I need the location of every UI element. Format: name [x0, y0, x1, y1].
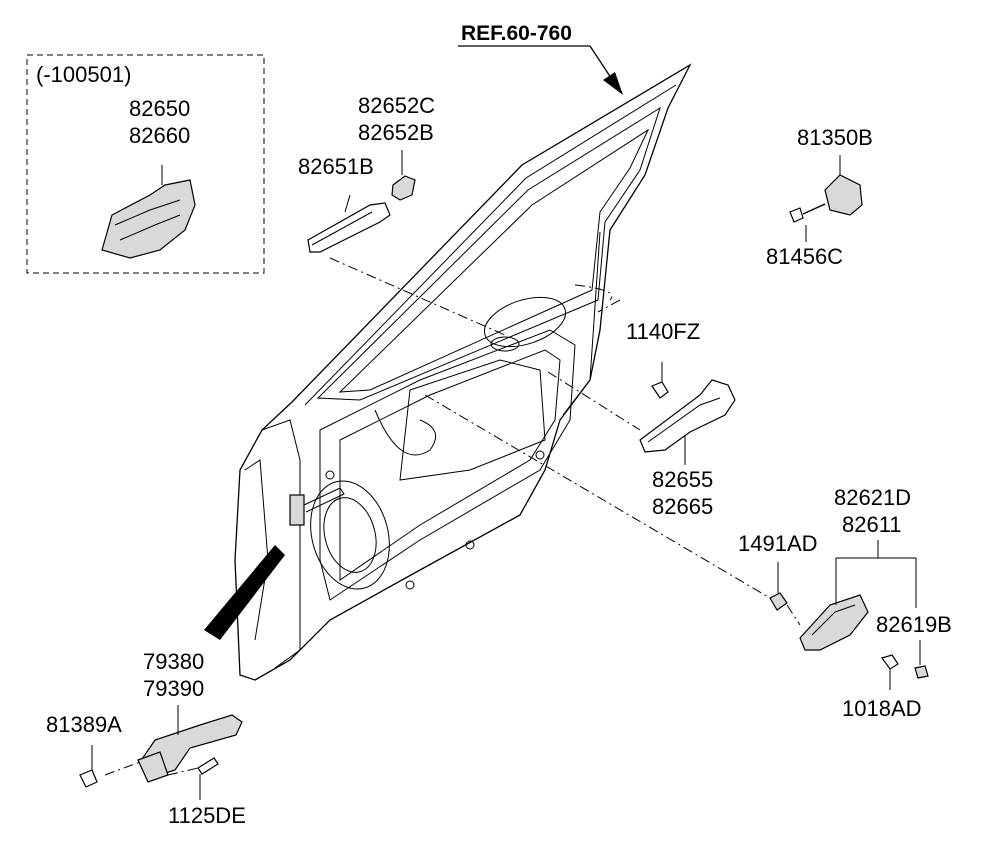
- inner-handle-old-part: [101, 165, 196, 259]
- detail-pointer: [204, 545, 285, 640]
- part-label-82665: 82665: [652, 494, 714, 519]
- inner-handle-part: [799, 540, 917, 651]
- bolt-81389a-part: [79, 745, 98, 788]
- ref-leader: [458, 45, 623, 95]
- part-label-82655: 82655: [652, 467, 714, 492]
- part-label-1491ad: 1491AD: [738, 531, 818, 556]
- part-label-1125de: 1125DE: [168, 803, 246, 828]
- part-label-81456c: 81456C: [766, 244, 844, 269]
- part-label-79380: 79380: [143, 649, 205, 674]
- door-latch-part: [789, 155, 863, 242]
- part-label-82611: 82611: [842, 512, 902, 537]
- part-label-82652c: 82652C: [358, 93, 436, 118]
- cap-82619b-part: [914, 640, 929, 679]
- ref-label: REF.60-760: [461, 22, 572, 45]
- assembly-lines: [104, 257, 801, 776]
- part-label-82619b: 82619B: [876, 612, 952, 637]
- door-panel: [234, 63, 692, 681]
- handle-frame-part: [639, 379, 736, 465]
- clip-1491ad-part: [769, 562, 788, 611]
- screw-1018ad-part: [881, 654, 899, 690]
- inset-frame: [26, 54, 265, 274]
- bolt-1140fz-part: [651, 362, 669, 399]
- door-checker-part: [137, 705, 243, 783]
- outer-handle-part: [307, 194, 391, 253]
- part-label-82660: 82660: [129, 123, 191, 148]
- part-label-1018ad: 1018AD: [842, 696, 922, 721]
- part-label-82652b: 82652B: [358, 120, 434, 145]
- part-label-79390: 79390: [143, 676, 205, 701]
- handle-cap-part: [391, 150, 416, 201]
- part-label-81350b: 81350B: [797, 125, 873, 150]
- part-label-1140fz: 1140FZ: [626, 319, 701, 344]
- part-label-82651b: 82651B: [298, 154, 374, 179]
- part-label-81389a: 81389A: [46, 712, 122, 737]
- inset-note: (-100501): [36, 62, 132, 87]
- part-label-82650: 82650: [129, 96, 191, 121]
- bolt-1125de-part: [197, 757, 219, 800]
- part-label-82621d: 82621D: [834, 485, 912, 510]
